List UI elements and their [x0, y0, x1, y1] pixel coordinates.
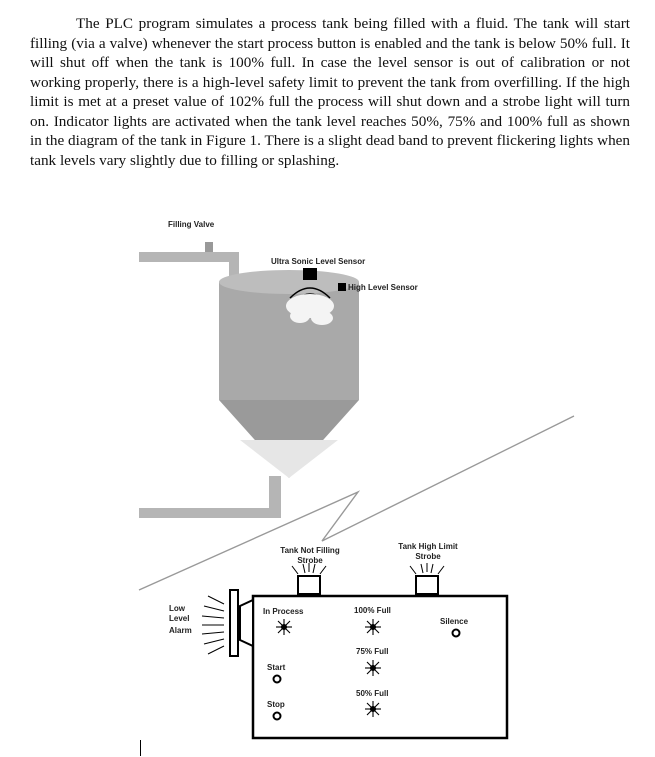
- filling-valve-pipe: [139, 242, 239, 280]
- control-panel: [251, 594, 509, 740]
- filling-valve-label: Filling Valve: [168, 220, 215, 229]
- text-cursor: [140, 740, 141, 756]
- start-button[interactable]: [272, 674, 282, 684]
- low-level-alarm-label-1: Low: [169, 604, 186, 613]
- in-process-label: In Process: [263, 607, 304, 616]
- description-paragraph: The PLC program simulates a process tank…: [30, 15, 630, 169]
- tank-not-filling-label: Tank Not Filling: [280, 546, 340, 555]
- tank-high-limit-label-2: Strobe: [415, 552, 441, 561]
- low-level-alarm-horn: [201, 589, 254, 657]
- full-50-light-icon: [365, 701, 381, 717]
- stop-label: Stop: [267, 700, 285, 709]
- tank-not-filling-label-2: Strobe: [297, 556, 323, 565]
- tank-high-limit-strobe: [409, 563, 445, 595]
- full-100-light-icon: [365, 619, 381, 635]
- ultrasonic-sensor-label: Ultra Sonic Level Sensor: [271, 257, 365, 266]
- tank-high-limit-label: Tank High Limit: [398, 542, 458, 551]
- break-lines: [138, 415, 575, 591]
- ultrasonic-sensor: [286, 268, 346, 325]
- low-level-alarm-label-3: Alarm: [169, 626, 192, 635]
- low-level-alarm-label-2: Level: [169, 614, 189, 623]
- silence-button[interactable]: [451, 628, 461, 638]
- full-75-label: 75% Full: [356, 647, 388, 656]
- silence-label: Silence: [440, 617, 469, 626]
- tank-not-filling-strobe: [291, 563, 327, 595]
- full-50-label: 50% Full: [356, 689, 388, 698]
- start-label: Start: [267, 663, 286, 672]
- high-level-sensor-label: High Level Sensor: [348, 283, 418, 292]
- in-process-light-icon: [276, 619, 292, 635]
- stop-button[interactable]: [272, 711, 282, 721]
- full-100-label: 100% Full: [354, 606, 391, 615]
- full-75-light-icon: [365, 660, 381, 676]
